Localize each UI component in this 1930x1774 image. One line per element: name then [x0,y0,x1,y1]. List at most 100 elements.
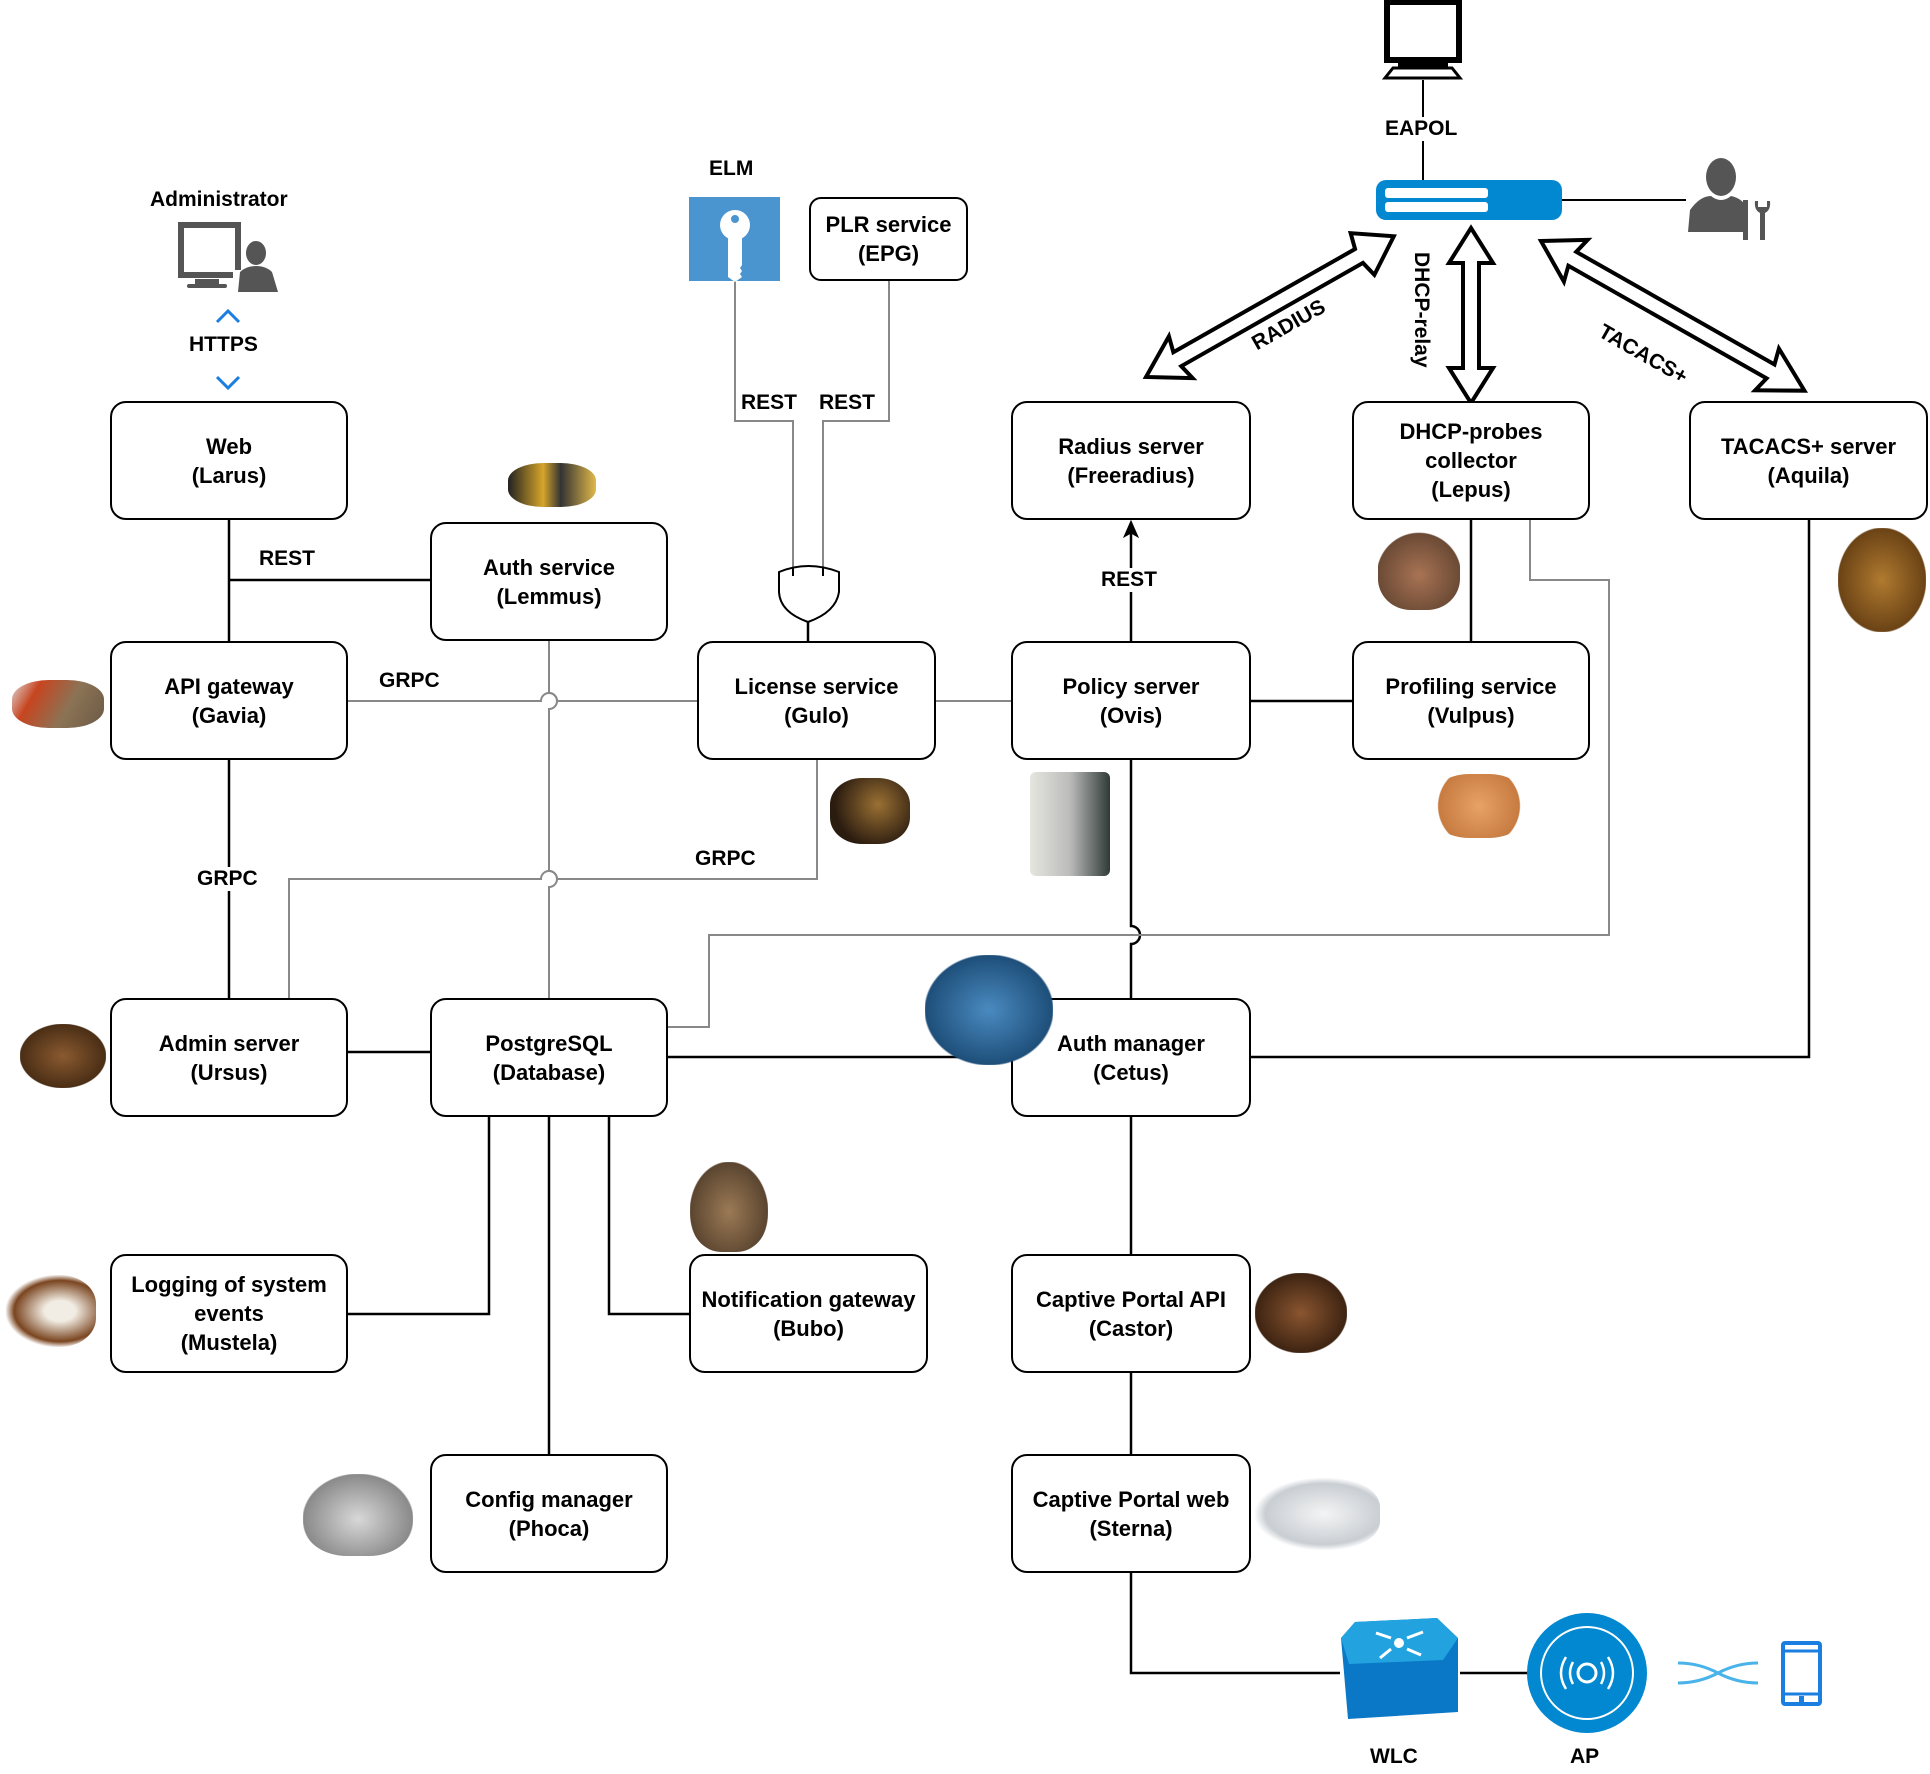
mobile-phone-icon [1781,1641,1822,1706]
engineer-icon [1688,158,1771,240]
node-subtitle: (Ovis) [1099,702,1163,728]
ap-label: AP [1570,1745,1600,1768]
edge-authmgr-tacacs [1251,519,1811,1059]
edge-policy-authmgr [1129,760,1142,998]
switch-icon [1376,180,1562,220]
https-chevrons [215,308,241,391]
eapol-label: EAPOL [1385,117,1458,141]
node-title: Auth service [482,554,616,580]
node-title: PostgreSQL [485,1030,613,1056]
node-title: Policy server [1062,673,1200,699]
edge-label-rest-plr: REST [819,391,876,414]
node-title: DHCP-probes [1399,419,1543,444]
node-title: Captive Portal web [1032,1486,1230,1512]
hare-image [1378,532,1460,610]
node-captive-portal-api[interactable]: Captive Portal API (Castor) [1011,1254,1251,1373]
node-subtitle: (Mustela) [180,1330,278,1355]
edge-elm-license [734,281,794,568]
or-gate [778,565,840,624]
node-profiling-service[interactable]: Profiling service (Vulpus) [1352,641,1590,760]
node-web[interactable]: Web (Larus) [110,401,348,520]
edge-dhcp-postgres [668,519,1610,1028]
radius-double-arrow [1142,230,1397,381]
node-subtitle: (Larus) [191,462,267,488]
loon-image [12,680,104,728]
node-logging[interactable]: Logging of system events (Mustela) [110,1254,348,1373]
node-policy-server[interactable]: Policy server (Ovis) [1011,641,1251,760]
node-title-line2: collector [1425,448,1517,473]
node-auth-service[interactable]: Auth service (Lemmus) [430,522,668,641]
node-tacacs-server[interactable]: TACACS+ server (Aquila) [1689,401,1928,520]
fox-image [1431,774,1527,838]
node-subtitle: (Gulo) [784,702,849,728]
node-subtitle: (Phoca) [508,1515,590,1541]
edge-cpweb-wlc [1129,1572,1340,1675]
node-subtitle: (Castor) [1088,1315,1174,1341]
node-title: Web [205,433,253,459]
node-config-manager[interactable]: Config manager (Phoca) [430,1454,668,1573]
node-title: TACACS+ server [1720,433,1897,459]
edge-label-dhcp-relay: DHCP-relay [1410,252,1433,368]
node-title: Notification gateway [701,1286,916,1312]
node-subtitle: (Cetus) [1093,1059,1169,1085]
edge-label-rest-policy-radius: REST [1101,568,1158,592]
edge-label-grpc-license-admin: GRPC [695,847,756,870]
node-subtitle: (Lemmus) [496,583,602,609]
ram-image [1030,772,1110,876]
node-plr-service[interactable]: PLR service (EPG) [809,197,968,281]
node-dhcp-collector[interactable]: DHCP-probes collector (Lepus) [1352,401,1590,520]
node-subtitle: (Freeradius) [1067,462,1195,488]
node-subtitle: (Ursus) [190,1059,268,1085]
edge-label-rest-web-auth: REST [259,547,316,570]
wlc-router-icon [1341,1618,1458,1719]
node-subtitle: (Aquila) [1767,462,1850,488]
node-radius-server[interactable]: Radius server (Freeradius) [1011,401,1251,520]
node-captive-portal-web[interactable]: Captive Portal web (Sterna) [1011,1454,1251,1573]
node-api-gateway[interactable]: API gateway (Gavia) [110,641,348,760]
node-subtitle: (Database) [492,1059,606,1085]
bear-image [20,1024,106,1088]
node-title: Logging of system [131,1272,327,1297]
administrator-icon [178,222,278,292]
edge-postgres-logging [348,1117,491,1316]
node-title: API gateway [164,673,294,699]
edge-label-rest-elm: REST [741,391,798,414]
edge-api-license [348,692,697,702]
node-title: Captive Portal API [1036,1286,1226,1312]
administrator-label: Administrator [150,188,288,211]
dhcp-double-arrow [1445,224,1497,407]
whale-image [925,955,1053,1065]
access-point-icon [1527,1613,1647,1733]
wlc-label: WLC [1370,1745,1418,1768]
node-subtitle: (EPG) [857,241,920,266]
node-subtitle: (Sterna) [1089,1515,1173,1541]
workstation-icon [1381,0,1464,80]
node-notification-gateway[interactable]: Notification gateway (Bubo) [689,1254,928,1373]
node-subtitle: (Lepus) [1431,477,1511,502]
node-subtitle: (Vulpus) [1427,702,1515,728]
node-license-service[interactable]: License service (Gulo) [697,641,936,760]
node-title: Auth manager [1057,1030,1205,1056]
edge-label-grpc-api-admin: GRPC [197,867,258,891]
edge-label-grpc-api-license: GRPC [379,669,440,692]
wireless-signal-icon [1677,1661,1759,1685]
wolverine-image [830,778,910,844]
node-subtitle: (Bubo) [773,1315,844,1341]
edge-postgres-notification [607,1117,689,1316]
node-title: Admin server [158,1030,300,1056]
elm-label: ELM [709,157,754,180]
node-postgresql[interactable]: PostgreSQL (Database) [430,998,668,1117]
owl-image [690,1162,768,1252]
beaver-image [1255,1273,1347,1353]
eagle-image [1838,528,1926,632]
node-title-line2: events [194,1301,264,1326]
node-admin-server[interactable]: Admin server (Ursus) [110,998,348,1117]
edge-license-admin [288,760,818,998]
lemming-image [508,463,596,507]
node-title: PLR service [825,212,952,237]
chevron-down-icon [215,375,241,391]
stoat-image [6,1275,96,1347]
elm-key-icon [689,197,780,282]
